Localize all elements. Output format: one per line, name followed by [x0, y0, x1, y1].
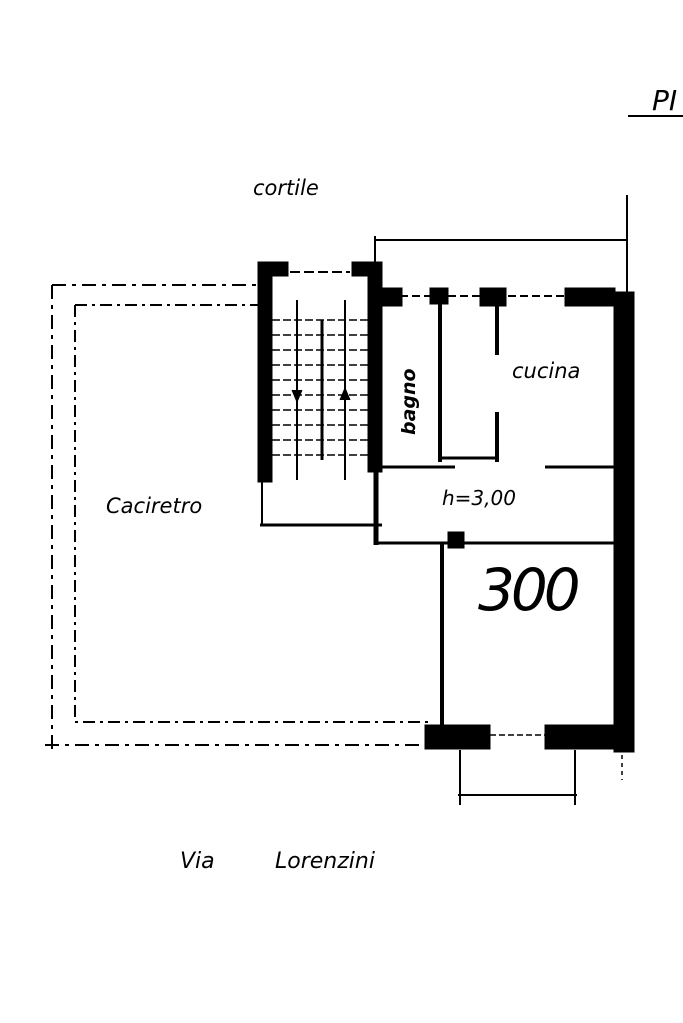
yard-label: Caciretro	[106, 494, 202, 518]
dimension-lines	[374, 195, 628, 805]
courtyard-label: cortile	[253, 176, 319, 200]
street-prefix: Via	[180, 849, 215, 874]
title-fragment: PI	[652, 84, 677, 117]
handwritten-number: 300	[478, 556, 578, 624]
plan-lines	[45, 115, 683, 805]
height-label: h=3,00	[442, 486, 516, 510]
bathroom-label: bagno	[398, 368, 420, 435]
apartment-walls	[371, 287, 635, 753]
yard-inner-outline	[74, 304, 430, 723]
street-name: Lorenzini	[275, 849, 375, 874]
kitchen-label: cucina	[512, 359, 580, 383]
yard-outer-outline	[45, 284, 430, 750]
stairwell	[257, 261, 383, 527]
